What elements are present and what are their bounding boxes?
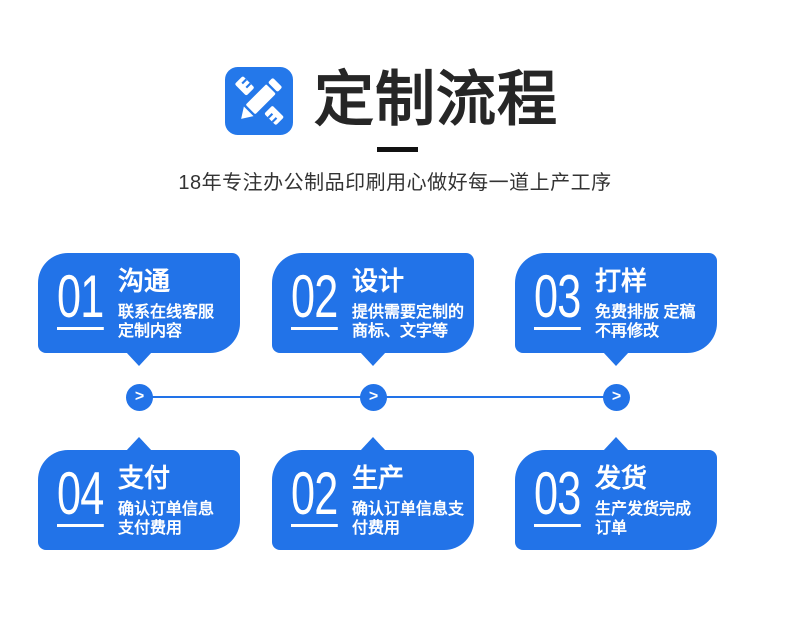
step-card-communication: 01 沟通 联系在线客服 定制内容 (38, 253, 240, 366)
step-card-shipping: 03 发货 生产发货完成 订单 (515, 437, 717, 550)
step-description: 确认订单信息支 付费用 (352, 501, 465, 537)
step-card-payment: 04 支付 确认订单信息 支付费用 (38, 437, 240, 550)
step-card-design: 02 设计 提供需要定制的 商标、文字等 (272, 253, 474, 366)
title-underline-dash (377, 147, 418, 152)
step-description: 提供需要定制的 商标、文字等 (352, 304, 465, 340)
flow-arrow-icon: > (603, 384, 630, 411)
step-number: 04 (57, 460, 104, 527)
step-description: 联系在线客服 定制内容 (118, 304, 215, 340)
flow-arrow-icon: > (126, 384, 153, 411)
pencil-ruler-icon (225, 66, 293, 136)
step-number: 02 (291, 263, 338, 330)
step-description: 生产发货完成 订单 (595, 501, 692, 537)
step-number: 01 (57, 263, 104, 330)
page-subtitle: 18年专注办公制品印刷用心做好每一道上产工序 (178, 172, 612, 194)
step-description: 确认订单信息 支付费用 (118, 501, 215, 537)
step-card-production: 02 生产 确认订单信息支 付费用 (272, 437, 474, 550)
step-number: 02 (291, 460, 338, 527)
step-title: 支付 (118, 463, 171, 493)
step-title: 打样 (595, 266, 648, 296)
card-pointer-down (126, 352, 152, 366)
step-title: 发货 (595, 463, 648, 493)
step-number: 03 (534, 460, 581, 527)
step-title: 沟通 (118, 266, 171, 296)
step-number: 03 (534, 263, 581, 330)
step-description: 免费排版 定稿 不再修改 (595, 304, 696, 340)
step-title: 设计 (352, 266, 405, 296)
flow-arrow-icon: > (360, 384, 387, 411)
step-title: 生产 (352, 463, 405, 493)
card-pointer-up (603, 437, 629, 451)
step-card-proofing: 03 打样 免费排版 定稿 不再修改 (515, 253, 717, 366)
card-pointer-down (603, 352, 629, 366)
card-pointer-up (126, 437, 152, 451)
card-pointer-up (360, 437, 386, 451)
page-title: 定制流程 (314, 66, 558, 133)
card-pointer-down (360, 352, 386, 366)
